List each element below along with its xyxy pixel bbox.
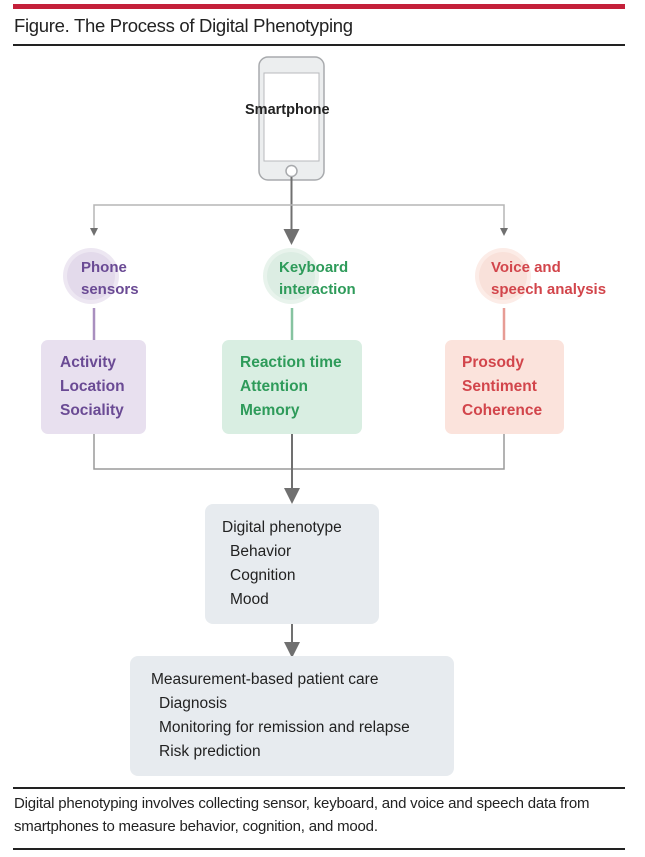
list-item: Reaction time <box>240 354 342 371</box>
phone-sensors-box: Activity Location Sociality <box>41 340 146 434</box>
keyboard-circle <box>263 248 319 304</box>
list-item: Coherence <box>462 402 543 419</box>
list-item: Risk prediction <box>159 743 261 760</box>
list-item: Location <box>60 378 125 395</box>
list-item: Sociality <box>60 402 124 419</box>
list-item: Activity <box>60 354 116 371</box>
figure-caption: Digital phenotyping involves collecting … <box>14 795 590 835</box>
list-item: Memory <box>240 402 300 419</box>
merge-line <box>93 434 505 470</box>
list-item: Attention <box>240 378 309 395</box>
caption-rule-bottom <box>13 848 625 850</box>
list-item: Prosody <box>462 354 525 371</box>
list-item: Behavior <box>230 543 292 560</box>
patient-care-heading: Measurement-based patient care <box>151 671 379 688</box>
voice-box: Prosody Sentiment Coherence <box>445 340 564 434</box>
smartphone-icon <box>258 56 325 181</box>
list-item: Monitoring for remission and relapse <box>159 719 410 736</box>
caption-rule-top <box>13 787 625 789</box>
list-item: Diagnosis <box>159 695 228 712</box>
patient-care-box: Measurement-based patient care Diagnosis… <box>130 656 454 776</box>
branch-line <box>93 204 505 232</box>
voice-circle <box>475 248 531 304</box>
accent-bar <box>13 4 625 9</box>
figure-title: Figure. The Process of Digital Phenotypi… <box>14 15 353 36</box>
digital-phenotype-box: Digital phenotype Behavior Cognition Moo… <box>205 504 379 624</box>
list-item: Sentiment <box>462 378 537 395</box>
list-item: Mood <box>230 591 269 608</box>
keyboard-box: Reaction time Attention Memory <box>222 340 362 434</box>
title-rule <box>13 44 625 46</box>
arrow-to-sensors <box>90 228 98 236</box>
arrow-to-voice <box>500 228 508 236</box>
smartphone-label: Smartphone <box>245 102 330 118</box>
list-item: Cognition <box>230 567 296 584</box>
phone-sensors-circle <box>63 248 119 304</box>
digital-phenotype-heading: Digital phenotype <box>222 519 342 536</box>
